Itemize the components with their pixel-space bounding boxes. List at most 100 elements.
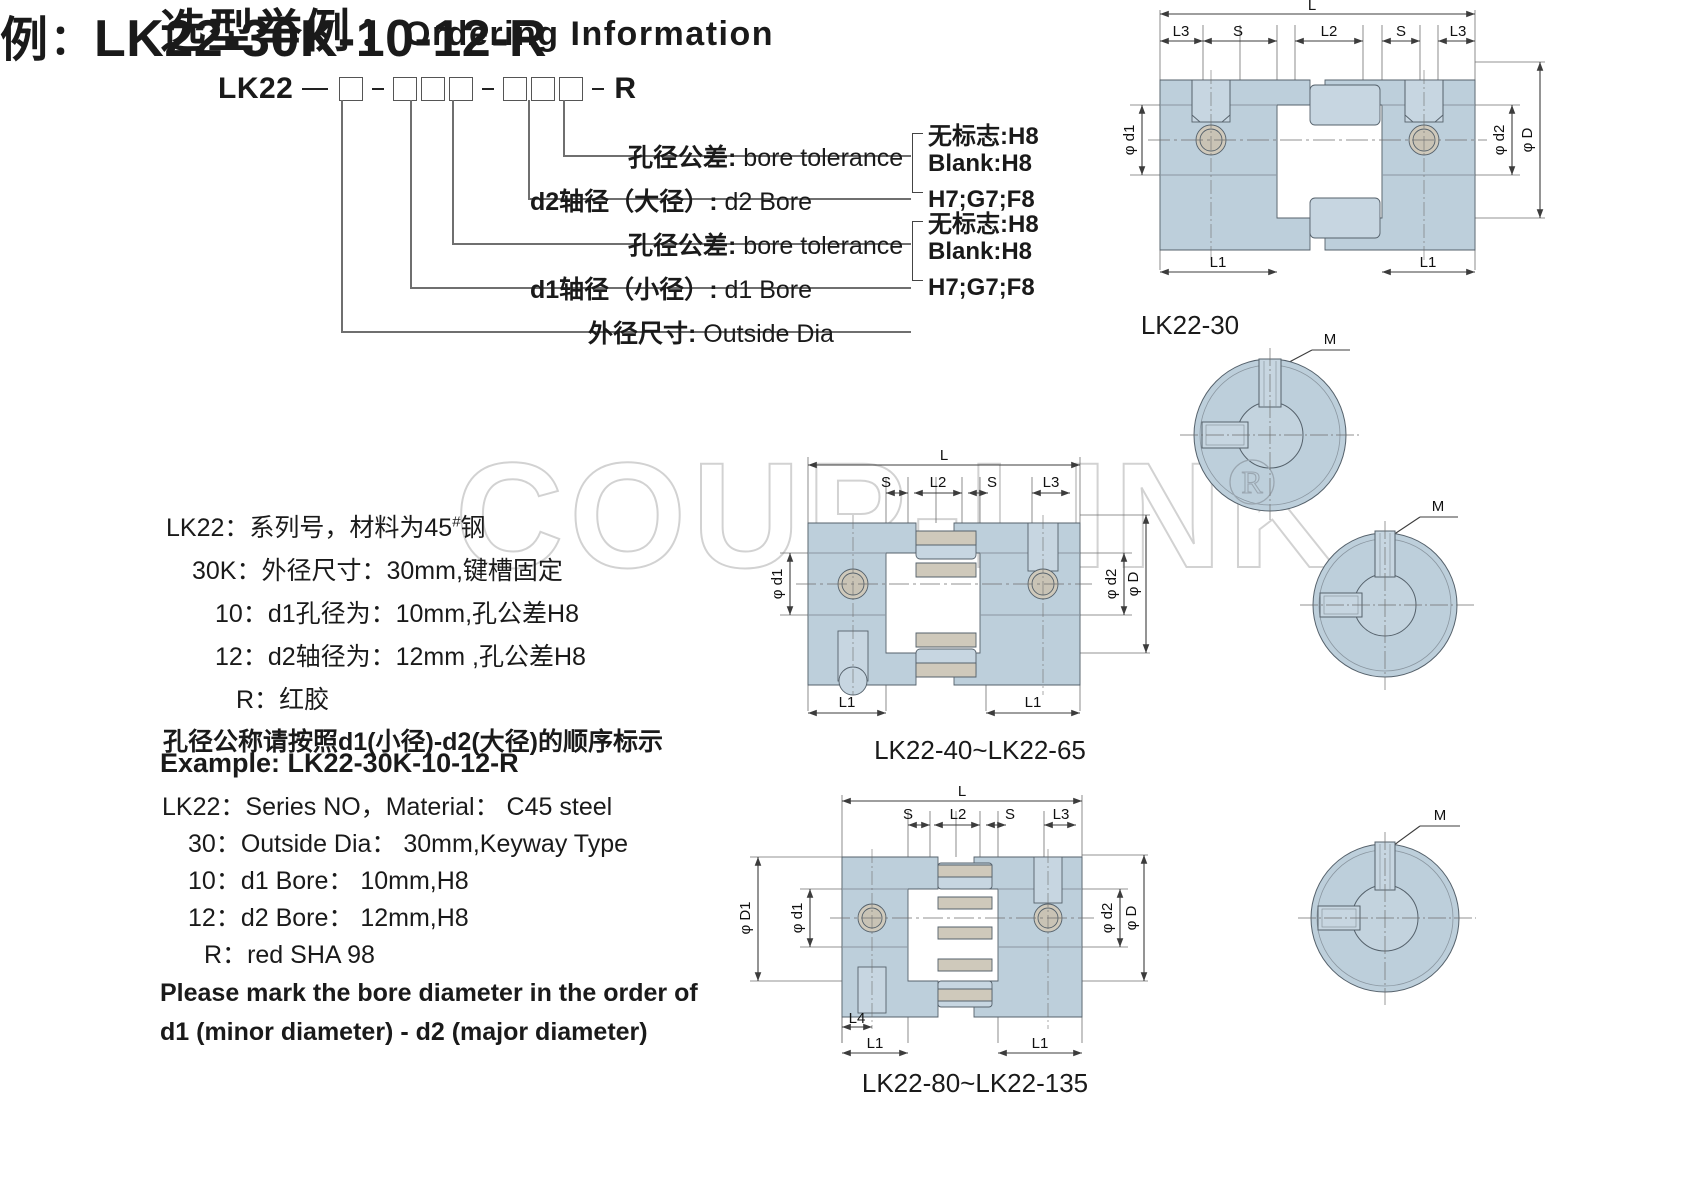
order-code-dash-1 xyxy=(372,88,385,90)
annotation-d2-tolerance-en: bore tolerance xyxy=(743,144,904,172)
annotation-d2-bore-cn: d2轴径（大径） xyxy=(530,188,710,216)
drawing-lk22-40-65-end-view: M xyxy=(1290,495,1490,695)
tolerance-bracket-2 xyxy=(912,221,923,281)
dim-L1-top-right: L1 xyxy=(1420,254,1437,271)
dim-L1-bot-right: L1 xyxy=(1032,1035,1049,1052)
spec-en-val-1: Outside Dia： 30mm,Keyway Type xyxy=(240,830,629,858)
hub-r-mark: R xyxy=(1241,464,1263,500)
dim-L-bot: L xyxy=(958,785,966,800)
annotation-outside-dia-sep: : xyxy=(688,320,704,348)
annotation-d2-tolerance-sep: : xyxy=(728,144,744,172)
spec-en-val-2: d1 Bore： 10mm,H8 xyxy=(240,867,469,895)
dim-phi-D1-bot: φ D1 xyxy=(737,901,754,934)
dim-M-endview-2: M xyxy=(1432,498,1445,515)
tolerance-group-1: 无标志:H8 Blank:H8 H7;G7;F8 xyxy=(928,123,1039,214)
spec-cn-val-2: d1孔径为：10mm,孔公差H8 xyxy=(267,600,579,628)
spec-cn-val-0: 系列号，材料为45 xyxy=(249,514,453,542)
leader-h-outside-dia xyxy=(341,331,911,333)
dim-L-mid: L xyxy=(940,447,948,464)
drawing-lk22-80-135-end-view: M xyxy=(1290,800,1490,1010)
spec-en-row-0: LK22：Series NO，Material： C45 steel xyxy=(162,787,612,823)
annotation-outside-dia-cn: 外径尺寸 xyxy=(588,320,689,348)
annotation-d1-bore: d1轴径（小径）: d1 Bore xyxy=(530,270,812,306)
example-heading: 例 ： LK22-30K-10-12-R xyxy=(0,0,1698,70)
spec-cn-row-4: R：红胶 xyxy=(236,680,329,716)
order-code-box-d1-tolerance[interactable] xyxy=(449,77,474,101)
annotation-d1-tolerance-en: bore tolerance xyxy=(743,232,904,260)
example-en-heading: Example: LK22-30K-10-12-R xyxy=(160,748,519,778)
example-heading-cn: 例 xyxy=(0,14,49,67)
page-title-cn: 选型举例 xyxy=(160,5,352,57)
drawing-lk22-30: L L3 S L2 S L3 xyxy=(1120,0,1690,300)
spec-cn-row-2: 10：d1孔径为：10mm,孔公差H8 xyxy=(215,594,579,630)
example-heading-code: LK22-30K-10-12-R xyxy=(94,10,548,68)
annotation-d2-tolerance-cn: 孔径公差 xyxy=(628,144,729,172)
drawing-lk22-80-135-caption: LK22-80~LK22-135 xyxy=(861,1068,1089,1098)
dim-L2-bot: L2 xyxy=(950,806,967,823)
note-cn: 孔径公称请按照d1(小径)-d2(大径)的顺序标示 xyxy=(163,728,663,756)
annotation-d1-tolerance: 孔径公差: bore tolerance xyxy=(628,226,903,262)
page-title: 选型举例 ： Ordering Information xyxy=(160,8,774,54)
drawing-lk22-80-135: L S L2 S L3 φ D1 xyxy=(730,785,1160,1065)
order-code-box-d1-a[interactable] xyxy=(393,77,418,101)
annotation-d2-tolerance: 孔径公差: bore tolerance xyxy=(628,138,903,174)
tolerance-bracket-1 xyxy=(912,133,923,193)
drawing-lk22-30-caption: LK22-30 xyxy=(1140,310,1240,340)
page-title-colon: ： xyxy=(358,10,398,54)
spec-cn-row-3: 12：d2轴径为：12mm ,孔公差H8 xyxy=(215,637,586,673)
order-code-box-d1-b[interactable] xyxy=(421,77,446,101)
order-code-suffix: R xyxy=(614,72,637,105)
order-code-box-outside-dia[interactable] xyxy=(339,77,364,101)
dim-phi-d1-bot: φ d1 xyxy=(789,903,806,934)
dim-S-bot-left: S xyxy=(903,806,913,823)
spec-cn-key-0: LK22： xyxy=(166,514,250,542)
drawing-lk22-40-65-caption: LK22-40~LK22-65 xyxy=(874,735,1086,765)
spec-cn-key-1: 30K： xyxy=(192,557,262,585)
spec-en-row-3: 12：d2 Bore： 12mm,H8 xyxy=(188,898,469,934)
order-code-box-d2-tolerance[interactable] xyxy=(559,77,584,101)
spec-en-key-0: LK22： xyxy=(162,793,246,821)
dim-phi-d2-top: φ d2 xyxy=(1491,125,1508,156)
annotation-d1-tolerance-sep: : xyxy=(728,232,744,260)
dim-L1-bot-left: L1 xyxy=(867,1035,884,1052)
dim-L1-mid-right: L1 xyxy=(1025,694,1042,711)
annotation-outside-dia-en: Outside Dia xyxy=(703,320,834,348)
order-code-prefix: LK22 xyxy=(218,72,294,105)
order-code-dash-long xyxy=(302,88,329,90)
spec-cn-sup-0: # xyxy=(452,513,461,531)
dim-L-top: L xyxy=(1308,0,1316,14)
spec-cn-row-0: LK22：系列号，材料为45#钢 xyxy=(166,508,486,544)
leader-v-d2-bore xyxy=(528,100,530,198)
annotation-d1-tolerance-cn: 孔径公差 xyxy=(628,232,729,260)
spec-cn-val-1: 外径尺寸：30mm,键槽固定 xyxy=(261,557,563,585)
dim-L2-top: L2 xyxy=(1321,23,1338,40)
spec-en-val-4: red SHA 98 xyxy=(247,941,375,969)
dim-phi-D-bot: φ D xyxy=(1123,905,1140,930)
leader-v-d2-tolerance xyxy=(563,100,565,155)
dim-phi-D-mid: φ D xyxy=(1125,571,1142,596)
annotation-d1-bore-sep: : xyxy=(709,276,725,304)
dim-S-mid-right: S xyxy=(987,474,997,491)
drawing-lk22-30-end-view: M R xyxy=(1160,330,1380,520)
spec-cn-key-4: R： xyxy=(236,686,280,714)
drawing-lk22-40-65: L S L2 S L3 φ d1 xyxy=(740,445,1160,735)
order-code-dash-2 xyxy=(482,88,495,90)
dim-phi-D-top: φ D xyxy=(1519,127,1536,152)
leader-h-d1-tolerance xyxy=(452,243,911,245)
example-heading-colon: ： xyxy=(50,16,93,63)
spec-cn-key-2: 10： xyxy=(215,600,268,628)
dim-L3-mid: L3 xyxy=(1043,474,1060,491)
dim-L4-bot: L4 xyxy=(849,1010,866,1027)
spec-en-row-4: R：red SHA 98 xyxy=(204,935,375,971)
spec-en-key-2: 10： xyxy=(188,867,241,895)
order-code-box-d2-a[interactable] xyxy=(503,77,528,101)
spec-en-key-4: R： xyxy=(204,941,248,969)
leader-v-d1-bore xyxy=(410,100,412,287)
tolerance-2-line-1: 无标志:H8 xyxy=(928,211,1039,238)
dim-S-top-right: S xyxy=(1396,23,1406,40)
spec-en-key-3: 12： xyxy=(188,904,241,932)
page-title-en: Ordering Information xyxy=(404,15,774,53)
order-code-dash-3 xyxy=(592,88,605,90)
order-code-box-d2-b[interactable] xyxy=(531,77,556,101)
note-en-line-2: d1 (minor diameter) - d2 (major diameter… xyxy=(160,1018,648,1046)
